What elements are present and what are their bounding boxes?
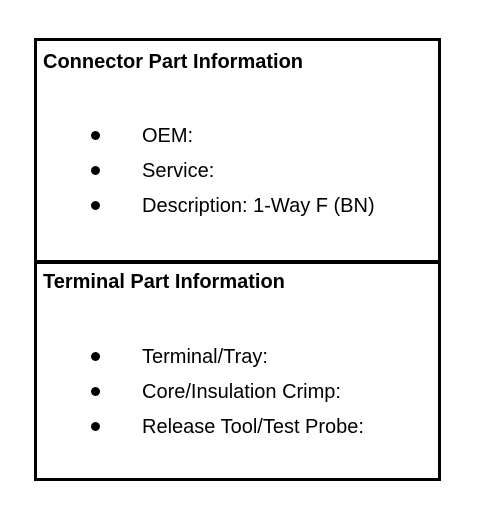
list-item: Terminal/Tray: [37,346,438,381]
description-label: Description: 1-Way F (BN) [142,195,375,217]
part-information-table: Connector Part Information OEM: Service:… [34,38,441,481]
terminal-tray-label: Terminal/Tray: [142,346,268,368]
bullet-icon [91,352,100,361]
connector-info-list: OEM: Service: Description: 1-Way F (BN) [37,125,438,230]
section-divider [37,260,438,264]
service-label: Service: [142,160,215,182]
connector-section-title: Connector Part Information [43,51,304,73]
bullet-icon [91,166,100,175]
list-item: Service: [37,160,438,195]
list-item: Core/Insulation Crimp: [37,381,438,416]
bullet-icon [91,131,100,140]
bullet-icon [91,387,100,396]
list-item: OEM: [37,125,438,160]
terminal-part-information-section: Terminal Part Information Terminal/Tray:… [37,264,438,478]
release-tool-test-probe-label: Release Tool/Test Probe: [142,416,364,438]
bullet-icon [91,422,100,431]
terminal-section-title: Terminal Part Information [43,271,285,293]
list-item: Release Tool/Test Probe: [37,416,438,451]
terminal-info-list: Terminal/Tray: Core/Insulation Crimp: Re… [37,346,438,451]
list-item: Description: 1-Way F (BN) [37,195,438,230]
core-insulation-crimp-label: Core/Insulation Crimp: [142,381,341,403]
connector-part-information-section: Connector Part Information OEM: Service:… [37,41,438,260]
bullet-icon [91,201,100,210]
oem-label: OEM: [142,125,194,147]
